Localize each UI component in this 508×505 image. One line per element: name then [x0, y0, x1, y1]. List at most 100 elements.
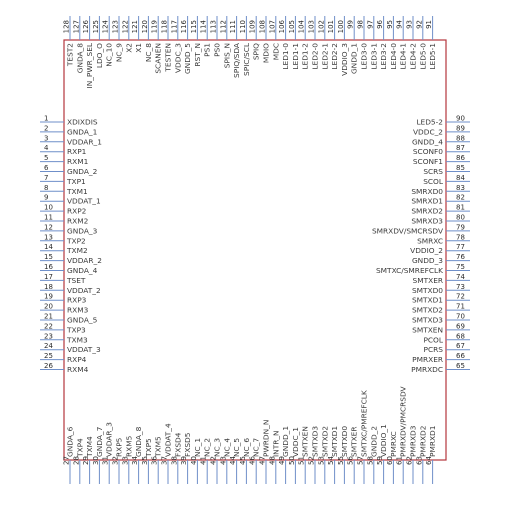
- pin-number-29: 29: [82, 456, 90, 465]
- pin-label-75: SMTXC/SMREFCLK: [376, 266, 443, 275]
- pin-number-104: 104: [298, 19, 306, 33]
- pin-label-31: VDDAR_3: [105, 422, 114, 457]
- pin-number-100: 100: [337, 20, 345, 33]
- pin-label-125: LDO_O: [95, 43, 104, 68]
- pin-number-2: 2: [44, 124, 48, 132]
- pin-number-38: 38: [170, 456, 178, 465]
- pin-label-12: GNDA_3: [67, 226, 98, 235]
- pin-label-5: RXM1: [67, 157, 89, 166]
- pin-label-72: SMTXD1: [412, 296, 443, 305]
- pin-label-43: NC_4: [222, 438, 231, 457]
- pin-number-105: 105: [288, 20, 296, 33]
- pin-number-19: 19: [44, 293, 53, 301]
- pin-label-99: GNDD_1: [350, 43, 359, 74]
- pin-number-108: 108: [259, 20, 267, 33]
- pin-label-9: VDDAT_1: [67, 197, 101, 206]
- ic-body-outline: [63, 39, 447, 461]
- pin-number-53: 53: [317, 456, 325, 465]
- pin-label-127: GNDA_8: [75, 43, 84, 74]
- pin-number-50: 50: [288, 456, 296, 465]
- pin-label-71: SMTXD2: [412, 306, 443, 315]
- pin-number-3: 3: [44, 134, 48, 142]
- pin-number-69: 69: [456, 322, 465, 330]
- pin-label-88: GNDD_4: [412, 137, 443, 146]
- pin-number-121: 121: [131, 20, 139, 33]
- pin-label-53: SMTXD2: [320, 426, 329, 457]
- pin-label-4: RXP1: [67, 147, 87, 156]
- pin-number-107: 107: [268, 20, 276, 33]
- pin-label-13: TXP2: [66, 236, 86, 245]
- pin-number-60: 60: [386, 456, 394, 465]
- pin-number-41: 41: [200, 456, 208, 465]
- top-pin-group: 128TEST2127GNDA_8126IN_PWR_SEL125LDO_O12…: [63, 16, 437, 88]
- pin-number-18: 18: [44, 283, 53, 291]
- pin-label-6: GNDA_2: [67, 167, 97, 176]
- pin-label-49: GNDD_1: [281, 426, 290, 457]
- pin-number-90: 90: [456, 115, 465, 123]
- pin-number-32: 32: [112, 456, 120, 465]
- pin-label-111: SPIQ/SDA: [232, 43, 241, 78]
- pin-label-68: PCOL: [423, 335, 443, 344]
- pin-label-102: LED2-1: [320, 43, 329, 70]
- pin-label-3: VDDAR_1: [67, 137, 102, 146]
- pin-number-44: 44: [229, 456, 237, 465]
- pin-label-17: TSET: [66, 276, 86, 285]
- pin-number-109: 109: [249, 20, 257, 33]
- pin-label-22: TXP3: [66, 325, 86, 334]
- pin-label-78: SMRXC: [417, 236, 443, 245]
- pin-number-23: 23: [44, 332, 53, 340]
- pin-label-79: SMRXDV/SMCRSDV: [372, 226, 443, 235]
- pin-label-85: SCRS: [423, 167, 443, 176]
- pin-number-6: 6: [44, 164, 49, 172]
- pin-number-114: 114: [200, 19, 208, 33]
- pin-label-50: VDDC_1: [291, 427, 300, 457]
- bottom-pin-group: 27GNDA_628TXP429TXM430GNDA_731VDDAR_332R…: [63, 386, 437, 484]
- pin-number-21: 21: [44, 313, 53, 321]
- pin-number-8: 8: [44, 184, 48, 192]
- pin-label-63: PMRXD2: [418, 426, 427, 457]
- pin-number-61: 61: [396, 456, 404, 465]
- pin-label-117: VDDC_3: [173, 43, 182, 73]
- pin-label-64: PMRXD1: [428, 425, 437, 457]
- pin-number-49: 49: [278, 456, 286, 465]
- pin-number-92: 92: [415, 20, 423, 29]
- pin-label-65: PMRXDC: [411, 365, 443, 374]
- pin-label-98: LED3-0: [360, 43, 369, 70]
- pin-label-80: SMRXD3: [411, 217, 443, 226]
- pin-label-59: VDDIO_1: [379, 424, 388, 457]
- pin-number-68: 68: [456, 332, 465, 340]
- pin-number-117: 117: [170, 20, 178, 33]
- pin-number-66: 66: [456, 352, 465, 360]
- pin-label-51: SMTXEN: [301, 426, 310, 457]
- pin-label-100: VDDIO_3: [340, 43, 349, 76]
- pin-number-118: 118: [161, 20, 169, 33]
- pin-number-77: 77: [456, 243, 465, 251]
- pin-label-29: TXM4: [85, 436, 94, 458]
- pin-number-84: 84: [456, 174, 465, 182]
- pin-label-8: TXM1: [66, 187, 88, 196]
- pin-label-34: GNDA_8: [134, 426, 143, 457]
- pin-label-112: SPIS_N: [222, 43, 231, 68]
- pin-label-87: SCONF0: [413, 147, 443, 156]
- pin-label-16: GNDA_4: [67, 266, 98, 275]
- pin-label-14: TXM2: [66, 246, 88, 255]
- pin-label-108: MDIO: [262, 43, 271, 63]
- pin-label-19: RXP3: [67, 296, 87, 305]
- pin-number-75: 75: [456, 263, 465, 271]
- pin-number-40: 40: [190, 456, 198, 465]
- pin-label-121: X1: [134, 43, 143, 53]
- pin-number-126: 126: [82, 19, 90, 33]
- pin-label-77: VDDIO_2: [410, 246, 443, 255]
- pin-number-34: 34: [131, 456, 139, 465]
- pin-label-86: SCONF1: [413, 157, 443, 166]
- pin-number-1: 1: [44, 115, 48, 123]
- pin-label-83: SMRXD0: [411, 187, 443, 196]
- pin-label-66: PMRXER: [412, 355, 443, 364]
- pin-label-48: INTR_N: [271, 430, 280, 457]
- pin-number-7: 7: [44, 174, 48, 182]
- pin-number-110: 110: [239, 20, 247, 33]
- pin-number-102: 102: [317, 20, 325, 33]
- pin-label-118: TESTEN: [164, 43, 173, 73]
